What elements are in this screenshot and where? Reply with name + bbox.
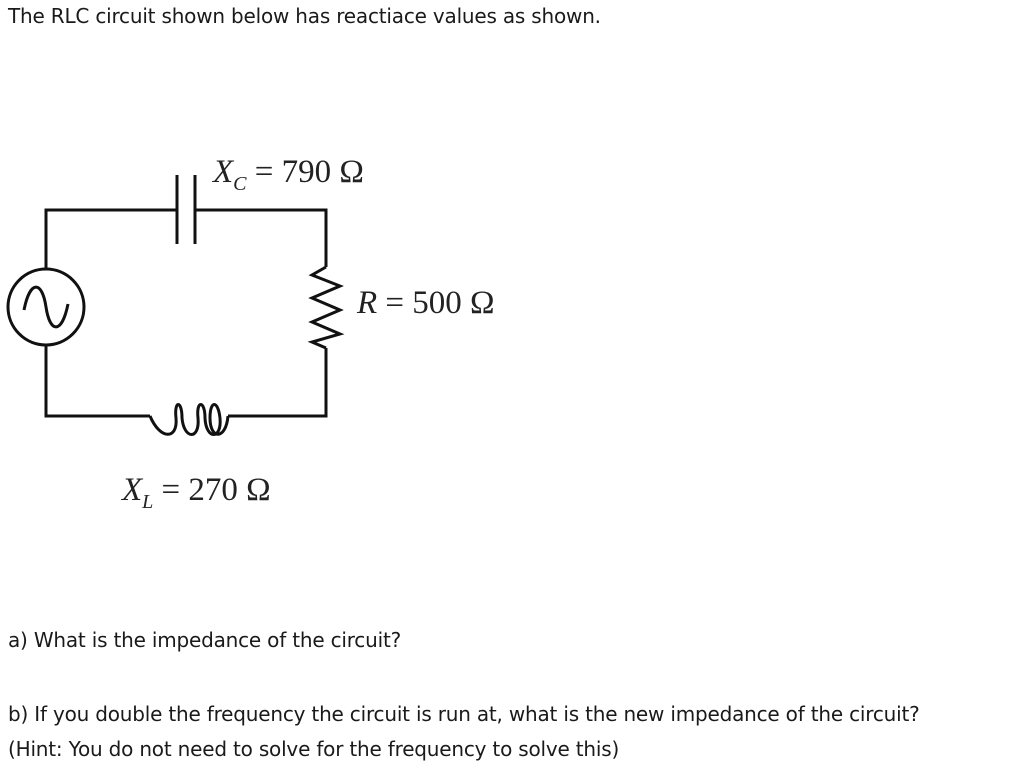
resistor-zigzag: [307, 265, 345, 350]
capacitor-label: XC = 790 Ω: [213, 154, 364, 195]
wire-bottom-left: [44, 346, 150, 418]
question-hint: (Hint: You do not need to solve for the …: [8, 737, 620, 761]
intro-text: The RLC circuit shown below has reactiac…: [8, 4, 601, 28]
wire-top-left: [44, 208, 176, 269]
inductor-label: XL = 270 Ω: [122, 472, 271, 513]
wire-right-bottom: [228, 348, 328, 418]
circuit-schematic: [6, 175, 345, 436]
rlc-circuit-diagram: XC = 790 Ω R = 500 Ω XL = 270 Ω: [0, 150, 600, 520]
inductor-coil: [148, 403, 230, 436]
question-a: a) What is the impedance of the circuit?: [8, 628, 401, 652]
question-b: b) If you double the frequency the circu…: [8, 702, 920, 726]
resistor-label: R = 500 Ω: [357, 285, 495, 321]
ac-source-sine: [22, 285, 70, 329]
ac-source-circle: [6, 267, 86, 347]
wire-top-right: [196, 208, 328, 267]
